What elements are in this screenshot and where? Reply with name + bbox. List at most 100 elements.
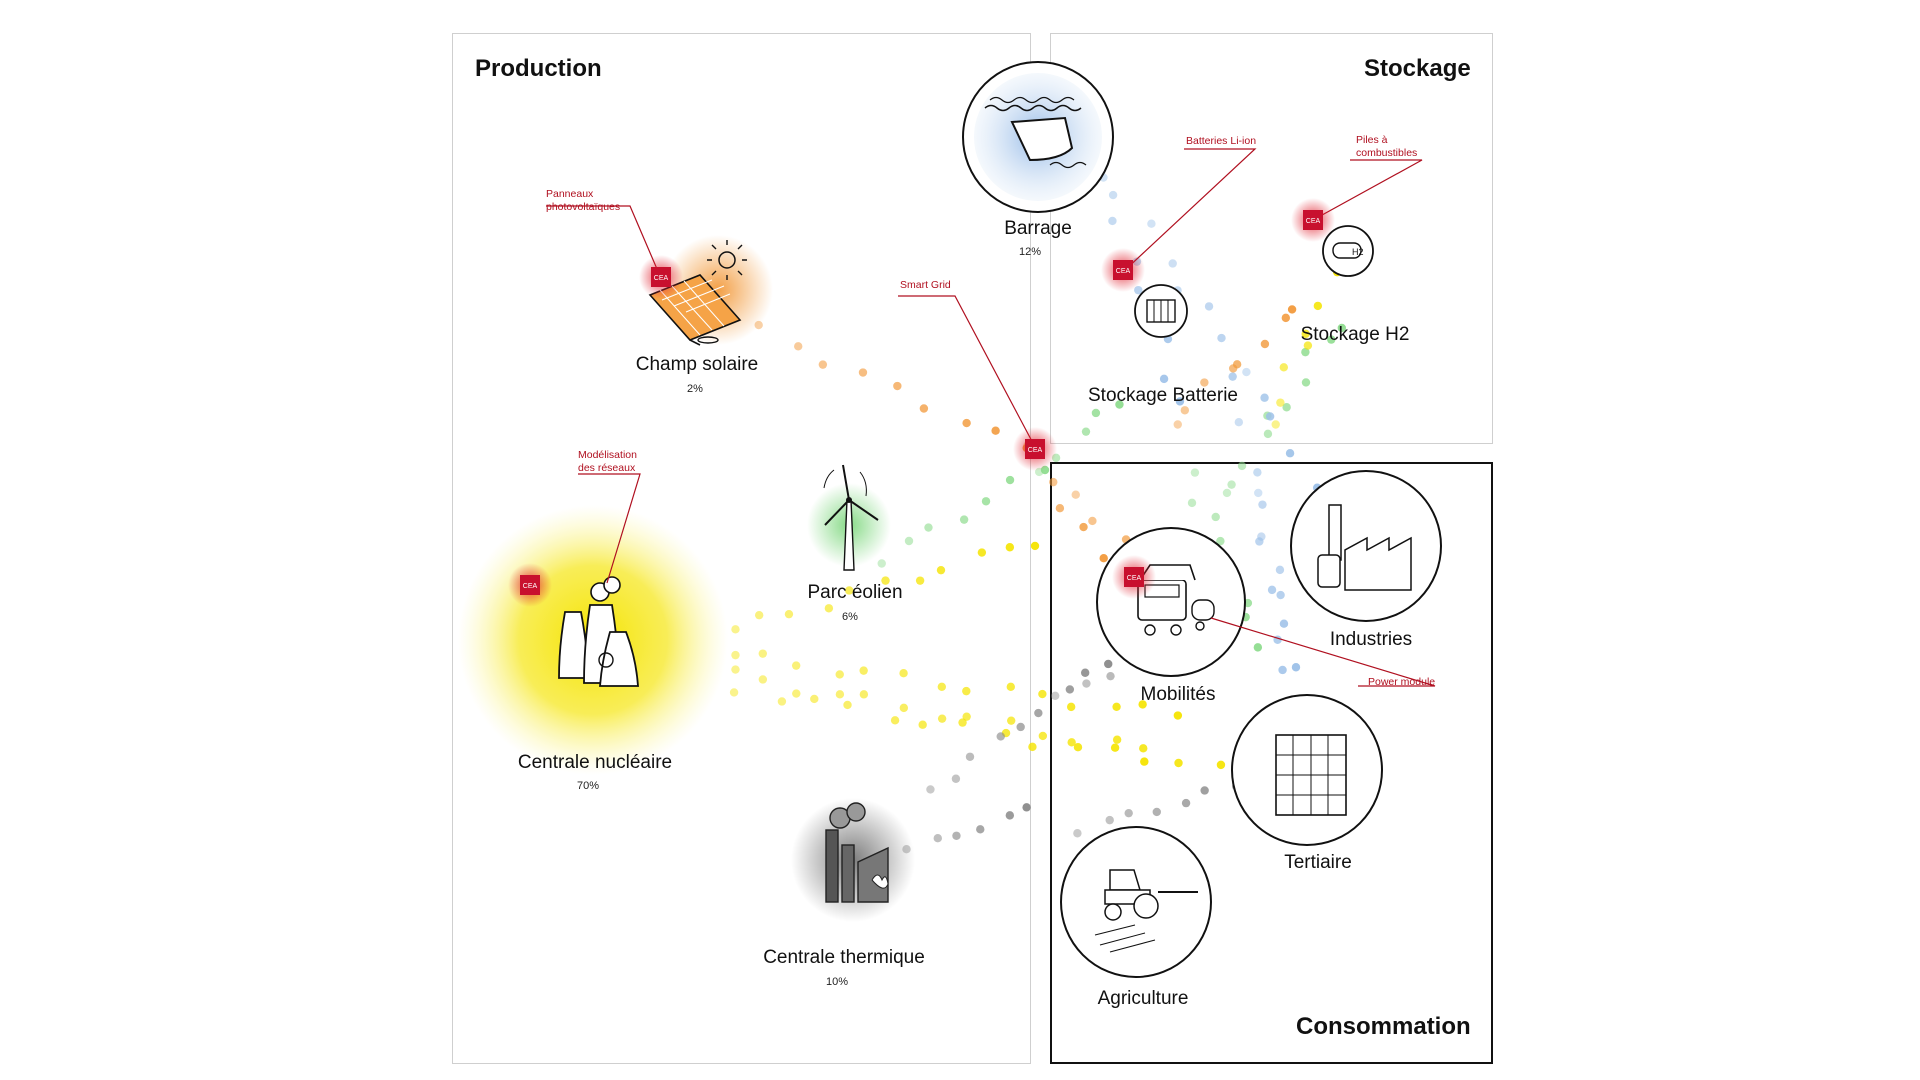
flow-dot [845, 586, 854, 595]
flow-dot [1242, 367, 1251, 377]
flow-dot [843, 700, 852, 710]
hydrogen-tank-icon: H2 [1322, 225, 1374, 277]
cea-marker: CEA [1013, 427, 1057, 471]
flow-dot [731, 625, 740, 634]
flow-dot [1337, 323, 1347, 333]
nucleaire-label: Centrale nucléaire [517, 752, 673, 773]
flow-dot [1327, 335, 1336, 344]
wind-turbine-icon [823, 464, 879, 571]
cea-marker-text: CEA [1116, 268, 1131, 275]
flow-dot [919, 404, 929, 413]
flow-dot [824, 604, 834, 613]
consommation-panel [1050, 462, 1493, 1064]
cea-marker: CEA [1291, 198, 1335, 242]
solaire-share: 2% [687, 383, 703, 395]
flow-dot [952, 831, 961, 840]
flow-dot [1112, 735, 1122, 744]
flow-dot [777, 697, 787, 706]
flow-dot [1216, 760, 1226, 770]
flow-dot [1051, 691, 1060, 701]
flow-dot [951, 774, 961, 783]
flow-dot [1228, 372, 1237, 381]
flow-dot [1217, 333, 1226, 343]
flow-dot [902, 845, 911, 854]
flow-dot [1034, 708, 1043, 718]
flow-dot [1174, 758, 1183, 768]
flow-dot [1313, 301, 1323, 311]
flow-dot [835, 690, 845, 699]
consommation-title: Consommation [1296, 1013, 1471, 1040]
flow-dot [1066, 702, 1076, 712]
flow-dot [1073, 742, 1083, 752]
callout-smartgrid-line1: Smart Grid [900, 279, 951, 291]
flow-dot [1067, 738, 1076, 747]
flow-dot [1173, 420, 1182, 429]
flow-dot [1065, 685, 1075, 694]
callout-batteries: Batteries Li-ion [1186, 135, 1256, 148]
h2-label: Stockage H2 [1300, 324, 1410, 345]
flow-dot [1175, 397, 1185, 406]
flow-dot [1271, 420, 1280, 429]
flow-dot [835, 670, 844, 679]
flow-dot [965, 752, 975, 761]
cea-marker-text: CEA [1306, 218, 1321, 225]
vehicles-icon [1096, 527, 1246, 677]
flow-dot [1005, 811, 1015, 820]
flow-dot [937, 682, 947, 691]
industries-label: Industries [1329, 629, 1413, 650]
flow-dot [1279, 619, 1289, 628]
flow-dot [936, 565, 946, 575]
flow-dot [1082, 679, 1091, 688]
stockage-title: Stockage [1364, 55, 1471, 82]
dam-icon [962, 61, 1114, 213]
flow-dot [1237, 461, 1247, 471]
batterie-label: Stockage Batterie [1088, 385, 1238, 406]
flow-dot [1105, 815, 1114, 825]
flow-dot [1022, 803, 1031, 812]
flow-dot [1007, 716, 1016, 725]
svg-text:H2: H2 [1352, 247, 1364, 257]
flow-dot [1257, 532, 1266, 541]
callout-modelisation-line1: Modélisation [578, 449, 637, 461]
callout-piles-line1: Piles à [1356, 134, 1388, 146]
flow-dot [1138, 700, 1147, 709]
callout-piles-line2: combustibles [1356, 147, 1418, 159]
flow-dot [1124, 808, 1133, 818]
flow-dot [1301, 329, 1310, 339]
flow-dot [1073, 829, 1082, 838]
flow-dot [1055, 503, 1065, 513]
flow-dot [758, 649, 767, 658]
flow-dot [1301, 378, 1311, 387]
flow-dot [1276, 590, 1285, 600]
flow-dot [1285, 449, 1295, 458]
flow-dot [1140, 757, 1149, 766]
flow-dot [754, 320, 763, 330]
thermal-plant-icon [825, 802, 889, 903]
thermique-share: 10% [825, 976, 849, 988]
flow-dot [1279, 363, 1289, 372]
flow-dot [1222, 488, 1232, 498]
flow-dot [1281, 313, 1291, 323]
flow-dot [1187, 498, 1197, 508]
flow-dot [754, 610, 764, 620]
flow-dot [899, 703, 909, 713]
flow-dot [1211, 512, 1220, 522]
flow-dot [977, 548, 987, 557]
flow-dot [758, 675, 768, 684]
flow-dot [792, 689, 801, 698]
flow-dot [1099, 554, 1108, 563]
flow-dot [731, 650, 740, 660]
flow-dot [1287, 305, 1297, 314]
cea-marker-text: CEA [1127, 575, 1142, 582]
flow-dot [1005, 475, 1015, 485]
flow-dot [1254, 488, 1263, 498]
flow-dot [1080, 668, 1090, 677]
flow-dot [976, 825, 985, 834]
flow-dot [1038, 731, 1048, 741]
flow-dot [881, 576, 890, 585]
production-panel [452, 33, 1031, 1064]
flow-dot [1173, 711, 1183, 720]
